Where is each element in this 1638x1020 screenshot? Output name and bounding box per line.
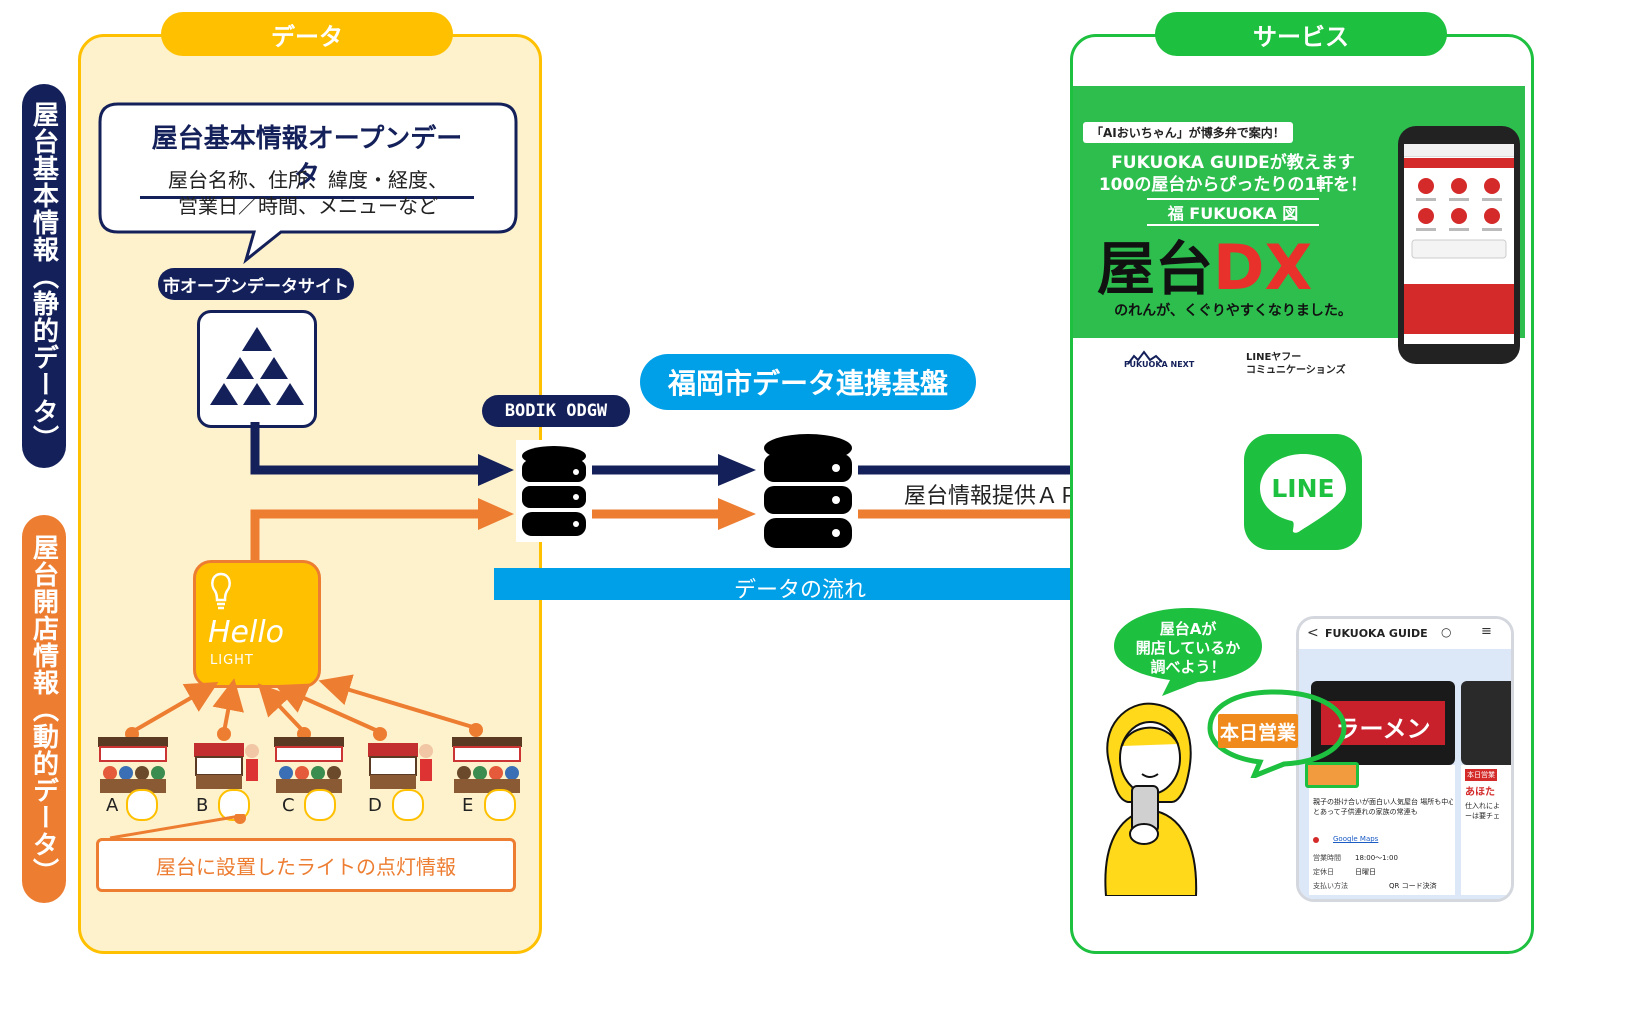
dynamic-data-label: 屋台開店情報（動的データ） (22, 515, 66, 903)
card-row-pay-key: 支払い方法 (1313, 882, 1348, 890)
stall-a-light-icon (126, 789, 158, 821)
card-row-hours-val: 18:00～1:00 (1355, 854, 1398, 862)
stall-b-label: B (196, 795, 209, 816)
stall-arrows (125, 674, 483, 741)
open-data-title: 屋台基本情報オープンデータ (140, 118, 474, 199)
api-label: 屋台情報提供ＡＰＩ (903, 484, 1102, 509)
banner-big-title: 屋台DX (1097, 222, 1312, 304)
hello-light-word: Hello (208, 615, 285, 650)
data-platform-label: 福岡市データ連携基盤 (640, 354, 976, 410)
question-line2: 開店しているか (1135, 639, 1241, 657)
card-row-pay-val: QR コード決済 (1389, 882, 1437, 890)
phone-top-grid (1410, 174, 1508, 260)
phone-bottom-app-title: FUKUOKA GUIDE (1325, 627, 1428, 640)
woman-with-phone-illustration (1088, 696, 1218, 897)
stall-e-label: E (462, 795, 474, 816)
stall-row: A B C D (96, 735, 528, 821)
partner-fukuoka-next-logo: FUKUOKA NEXT (1124, 348, 1195, 372)
stall-d-light-icon (392, 789, 424, 821)
menu-icon: ≡ (1481, 624, 1492, 639)
stall-d (364, 737, 434, 795)
side-card: 本日営業 あほた 仕入れによ ーは要チェ (1461, 765, 1511, 895)
stall-c (272, 735, 346, 795)
platform-database-icon (758, 430, 858, 552)
question-line3: 調べよう！ (1150, 658, 1226, 676)
open-data-line2: 営業日／時間、メニューなど (178, 194, 438, 218)
stall-b (190, 737, 260, 795)
stall-e-light-icon (484, 789, 516, 821)
stall-c-label: C (282, 795, 295, 816)
open-data-line1: 屋台名称、住所、緯度・経度、 (168, 168, 448, 192)
line-logo-text: LINE (1271, 474, 1335, 503)
banner-brand: 福 FUKUOKA 図 (1147, 198, 1319, 226)
phone-top-header (1404, 144, 1514, 157)
side-card-name: あほた (1465, 787, 1495, 798)
side-stall-photo (1461, 681, 1511, 765)
open-today-badge: 本日営業 (1218, 714, 1298, 748)
partner-lineyahoo-b: コミュニケーションズ (1246, 365, 1346, 376)
card-row-closed-val: 日曜日 (1355, 868, 1376, 876)
stall-c-light-icon (304, 789, 336, 821)
open-today-callout-ring (1207, 689, 1347, 778)
line-bubble-icon (1260, 454, 1346, 533)
phone-top-menu (1404, 284, 1514, 334)
stall-photo-sign-text: ラーメン (1335, 715, 1431, 743)
side-card-badge: 本日営業 (1465, 769, 1497, 781)
static-data-label: 屋台基本情報（静的データ） (22, 84, 66, 468)
hello-light-sub: LIGHT (210, 653, 254, 668)
partner-lineyahoo-a: LINEヤフー (1246, 352, 1302, 363)
side-card-text-1: 仕入れによ (1465, 802, 1500, 810)
phone-top-red-strip (1404, 158, 1514, 168)
bodik-database-icon (516, 440, 592, 542)
phone-bottom-header: < FUKUOKA GUIDE ○ ≡ (1299, 619, 1511, 650)
city-open-data-site-label: 市オープンデータサイト (158, 268, 354, 300)
data-panel-title: データ (161, 12, 453, 56)
question-line1: 屋台Aが (1159, 620, 1217, 638)
card-desc-2: とあって子供連れの家族の常連も (1313, 808, 1418, 816)
service-panel-title: サービス (1155, 12, 1447, 56)
bulb-icon (211, 572, 231, 610)
banner-line1: FUKUOKA GUIDEが教えます (1111, 153, 1355, 173)
side-card-text-2: ーは要チェ (1465, 812, 1500, 820)
card-row-hours-key: 営業時間 (1313, 854, 1341, 862)
phone-top-screen (1404, 144, 1514, 344)
stall-a (96, 735, 170, 795)
card-map-link[interactable]: Google Maps (1333, 835, 1379, 843)
line-app-icon: LINE (1244, 434, 1362, 550)
fukuoka-city-emblem-icon (197, 310, 317, 428)
light-info-box: 屋台に設置したライトの点灯情報 (96, 838, 516, 892)
hello-light-app-icon: Hello LIGHT (193, 560, 321, 688)
banner-line2: 100の屋台からぴったりの1軒を！ (1098, 175, 1368, 195)
banner-tag: 「AIおいちゃん」が博多弁で案内！ (1083, 122, 1293, 143)
banner-tagline: のれんが、くぐりやすくなりました。 (1114, 303, 1352, 319)
map-pin-icon (1313, 837, 1319, 843)
banner-big-dx: DX (1213, 231, 1313, 304)
banner-big-yatai: 屋台 (1097, 235, 1214, 303)
partner-fukuoka-next-text: FUKUOKA NEXT (1124, 360, 1195, 369)
open-data-bubble (98, 102, 518, 264)
stall-a-label: A (106, 795, 119, 816)
card-desc-1: 親子の掛け合いが面白い人気屋台 場所も中心 (1313, 798, 1453, 806)
search-icon: ○ (1441, 625, 1452, 639)
question-bubble (1114, 608, 1262, 696)
stall-d-label: D (368, 795, 382, 816)
open-today-highlight (1305, 762, 1359, 788)
phone-mockup-top (1398, 126, 1520, 364)
data-flow-label: データの流れ (733, 578, 866, 603)
back-icon: < (1307, 625, 1319, 641)
card-row-closed-key: 定休日 (1313, 868, 1334, 876)
light-info-connector (109, 814, 246, 840)
bodik-odgw-label: BODIK ODGW (482, 395, 630, 427)
